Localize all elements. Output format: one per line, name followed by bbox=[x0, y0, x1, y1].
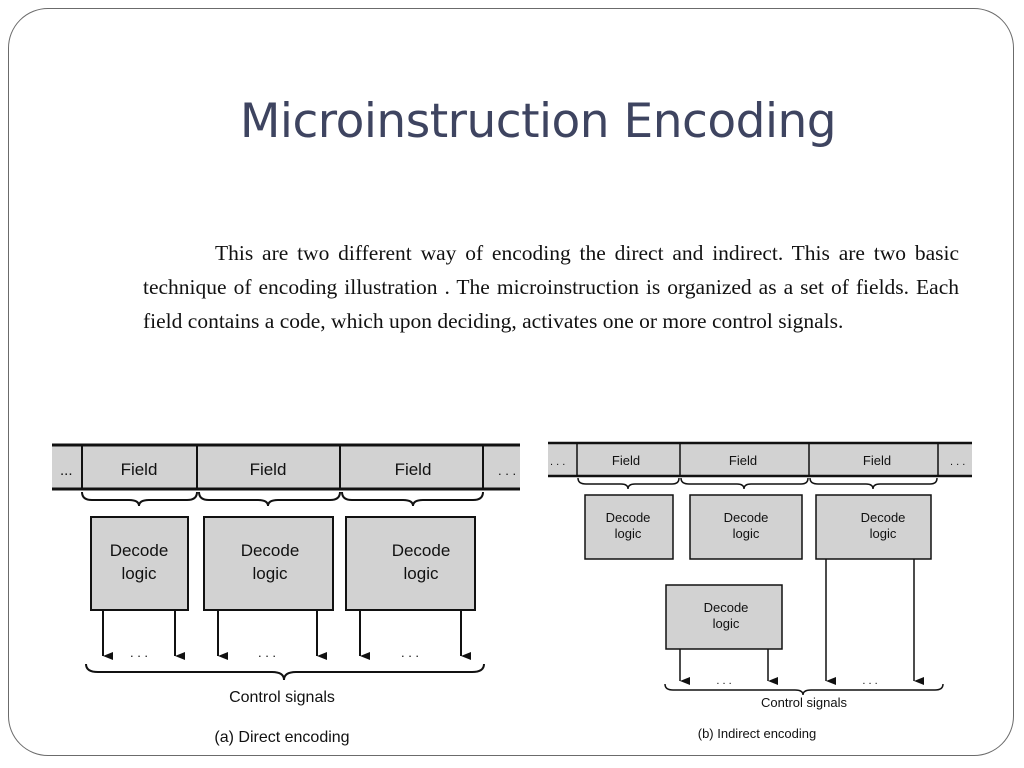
svg-text:Decode: Decode bbox=[861, 510, 906, 525]
direct-arrow-ellipsis: . . . bbox=[401, 645, 419, 660]
indirect-field-label: Field bbox=[729, 453, 757, 468]
svg-text:logic: logic bbox=[615, 526, 642, 541]
direct-field-label: Field bbox=[395, 460, 432, 479]
direct-decode-box-3: Decode logic bbox=[345, 516, 476, 611]
direct-arrow-ellipsis: . . . bbox=[130, 645, 148, 660]
indirect-control-brace bbox=[664, 683, 944, 696]
slide-body-text: This are two different way of encoding t… bbox=[143, 241, 959, 333]
indirect-ellipsis-right: . . . bbox=[950, 456, 965, 468]
indirect-encoding-diagram: . . . Field Field Field . . . Decode log… bbox=[548, 441, 972, 741]
svg-text:logic: logic bbox=[713, 616, 740, 631]
indirect-arrow-ellipsis: . . . bbox=[862, 675, 877, 687]
indirect-encoding-caption: (b) Indirect encoding bbox=[698, 726, 817, 741]
direct-encoding-caption: (a) Direct encoding bbox=[214, 729, 349, 746]
svg-text:logic: logic bbox=[733, 526, 760, 541]
indirect-signal-arrows bbox=[679, 559, 924, 685]
indirect-field-braces bbox=[577, 477, 938, 490]
direct-field-label: Field bbox=[121, 460, 158, 479]
direct-ellipsis-left: ... bbox=[60, 462, 73, 479]
svg-text:logic: logic bbox=[253, 564, 288, 583]
slide-title: Microinstruction Encoding bbox=[239, 94, 837, 149]
indirect-decode-box-4: Decode logic bbox=[665, 584, 783, 650]
direct-arrow-ellipsis: . . . bbox=[258, 645, 276, 660]
indirect-field-label: Field bbox=[612, 453, 640, 468]
indirect-decode-box-1: Decode logic bbox=[584, 494, 674, 560]
svg-text:Decode: Decode bbox=[724, 510, 769, 525]
indirect-control-signals-label: Control signals bbox=[761, 695, 847, 710]
indirect-arrow-ellipsis: . . . bbox=[716, 675, 731, 687]
indirect-decode-box-3: Decode logic bbox=[815, 494, 932, 560]
svg-text:Decode: Decode bbox=[704, 600, 749, 615]
direct-control-brace bbox=[85, 663, 485, 681]
direct-signal-arrows bbox=[102, 610, 471, 660]
direct-field-braces bbox=[81, 491, 484, 507]
direct-decode-box-2: Decode logic bbox=[203, 516, 334, 611]
direct-field-label: Field bbox=[250, 460, 287, 479]
svg-text:logic: logic bbox=[122, 564, 157, 583]
indirect-field-register: . . . Field Field Field . . . bbox=[548, 441, 972, 478]
direct-control-signals-label: Control signals bbox=[229, 689, 335, 706]
svg-text:Decode: Decode bbox=[241, 541, 300, 560]
svg-text:logic: logic bbox=[870, 526, 897, 541]
indirect-decode-box-2: Decode logic bbox=[689, 494, 803, 560]
svg-text:Decode: Decode bbox=[110, 541, 169, 560]
indirect-ellipsis-left: . . . bbox=[550, 456, 565, 468]
svg-text:Decode: Decode bbox=[606, 510, 651, 525]
svg-text:Decode: Decode bbox=[392, 541, 451, 560]
svg-text:logic: logic bbox=[404, 564, 439, 583]
direct-encoding-diagram: ... Field Field Field . . . Decode logic… bbox=[52, 443, 520, 746]
direct-decode-box-1: Decode logic bbox=[90, 516, 189, 611]
direct-field-register: ... Field Field Field . . . bbox=[52, 443, 520, 491]
direct-ellipsis-right: . . . bbox=[498, 463, 516, 478]
indirect-field-label: Field bbox=[863, 453, 891, 468]
